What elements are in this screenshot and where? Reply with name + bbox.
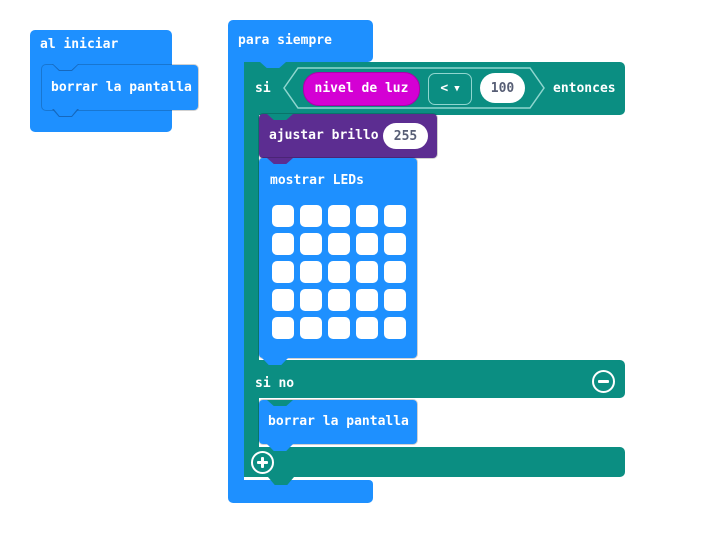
set-brightness-block[interactable]: ajustar brillo 255 xyxy=(259,114,437,158)
operator-dropdown[interactable]: < ▼ xyxy=(428,73,472,105)
puzzle-notch xyxy=(262,358,288,365)
condition-value: 100 xyxy=(490,80,515,96)
plus-bar-v xyxy=(261,457,264,468)
led-cell[interactable] xyxy=(356,317,378,339)
led-cell[interactable] xyxy=(356,233,378,255)
plus-icon[interactable] xyxy=(251,451,274,474)
led-grid xyxy=(272,205,406,339)
operator-label: < xyxy=(440,81,449,96)
clear-screen-block-else[interactable]: borrar la pantalla xyxy=(259,400,417,444)
else-bar[interactable]: si no xyxy=(244,360,625,398)
led-cell[interactable] xyxy=(272,205,294,227)
clear-screen-block-start[interactable]: borrar la pantalla xyxy=(42,65,198,110)
led-cell[interactable] xyxy=(272,317,294,339)
led-cell[interactable] xyxy=(300,205,322,227)
puzzle-notch xyxy=(267,444,293,451)
led-cell[interactable] xyxy=(300,261,322,283)
puzzle-notch xyxy=(53,64,78,70)
led-cell[interactable] xyxy=(272,261,294,283)
led-cell[interactable] xyxy=(356,261,378,283)
forever-spine[interactable] xyxy=(228,62,244,480)
brightness-value: 255 xyxy=(393,128,418,144)
show-leds-label: mostrar LEDs xyxy=(270,173,364,188)
forever-block[interactable]: para siempre xyxy=(228,20,373,62)
then-label: entonces xyxy=(553,81,616,96)
forever-bottom[interactable] xyxy=(228,480,373,503)
led-cell[interactable] xyxy=(300,317,322,339)
clear-screen-label: borrar la pantalla xyxy=(51,79,192,95)
condition-value-field[interactable]: 100 xyxy=(480,73,525,103)
led-cell[interactable] xyxy=(328,289,350,311)
if-block-header[interactable]: si nivel de luz < ▼ 100 entonces xyxy=(244,62,625,115)
if-block-spine[interactable] xyxy=(244,115,259,360)
led-cell[interactable] xyxy=(328,261,350,283)
puzzle-notch xyxy=(268,477,294,485)
minus-icon[interactable] xyxy=(592,370,615,393)
add-branch-bar[interactable] xyxy=(244,447,625,477)
led-cell[interactable] xyxy=(300,289,322,311)
puzzle-notch xyxy=(267,114,293,120)
led-cell[interactable] xyxy=(328,233,350,255)
light-level-reporter[interactable]: nivel de luz xyxy=(303,72,420,106)
led-cell[interactable] xyxy=(384,205,406,227)
if-block-spine[interactable] xyxy=(244,398,259,447)
puzzle-notch xyxy=(260,62,286,68)
led-cell[interactable] xyxy=(300,233,322,255)
led-cell[interactable] xyxy=(384,233,406,255)
led-cell[interactable] xyxy=(384,289,406,311)
clear-screen-label: borrar la pantalla xyxy=(268,414,409,429)
led-cell[interactable] xyxy=(384,261,406,283)
led-cell[interactable] xyxy=(328,317,350,339)
puzzle-notch xyxy=(267,158,293,164)
puzzle-notch xyxy=(267,400,293,406)
chevron-down-icon: ▼ xyxy=(454,83,460,94)
set-brightness-label: ajustar brillo xyxy=(269,128,379,143)
led-cell[interactable] xyxy=(384,317,406,339)
else-label: si no xyxy=(255,376,295,391)
forever-label: para siempre xyxy=(238,33,332,48)
brightness-value-field[interactable]: 255 xyxy=(383,123,428,149)
puzzle-notch xyxy=(53,108,78,116)
on-start-label: al iniciar xyxy=(40,37,119,52)
led-cell[interactable] xyxy=(272,233,294,255)
if-label: si xyxy=(255,81,271,96)
minus-bar xyxy=(598,380,609,383)
light-level-label: nivel de luz xyxy=(314,81,409,96)
led-cell[interactable] xyxy=(272,289,294,311)
led-cell[interactable] xyxy=(356,289,378,311)
led-cell[interactable] xyxy=(356,205,378,227)
led-cell[interactable] xyxy=(328,205,350,227)
show-leds-block[interactable]: mostrar LEDs xyxy=(259,158,417,358)
